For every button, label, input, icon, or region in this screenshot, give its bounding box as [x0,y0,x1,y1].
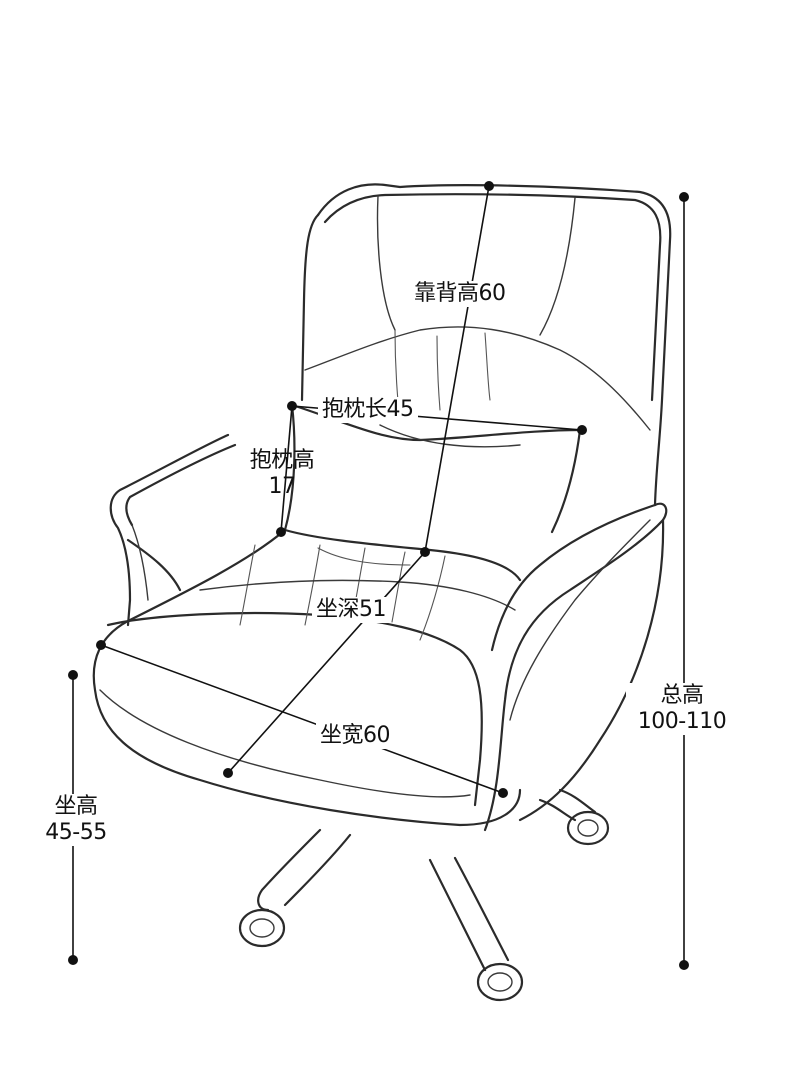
left-armrest [109,433,237,627]
seat-height-top-dot [68,670,78,680]
chair-base [238,788,610,1002]
seat-height-bottom-dot [68,955,78,965]
total-height-bottom-dot [679,960,689,970]
seat-width-dimension-line [100,644,504,794]
seat-height-label: 坐高 45-55 [30,794,122,846]
right-armrest [483,502,668,832]
seat-cushion [92,528,522,827]
backrest [300,183,672,507]
seat-width-label: 坐宽60 [316,723,394,749]
backrest-height-top-dot [484,181,494,191]
caster-wheel-right [566,810,610,846]
seat-depth-label: 坐深51 [312,597,390,623]
pillow-height-dimension-line [280,405,293,533]
pillow-height-label: 抱枕高 17 [249,448,315,499]
caster-wheel-front [476,962,524,1002]
seat-depth-front-dot [223,768,233,778]
seat-width-right-dot [498,788,508,798]
backrest-height-dimension-line [424,185,490,553]
seat-depth-dimension-line [227,551,426,774]
backrest-height-label: 靠背高60 [410,281,510,307]
caster-wheel-left [238,908,286,948]
pillow-length-label: 抱枕长45 [318,397,418,423]
pillow-height-bottom-dot [276,527,286,537]
total-height-label: 总高 100-110 [626,683,738,735]
seat-width-left-dot [96,640,106,650]
total-height-top-dot [679,192,689,202]
pillow-length-right-dot [577,425,587,435]
